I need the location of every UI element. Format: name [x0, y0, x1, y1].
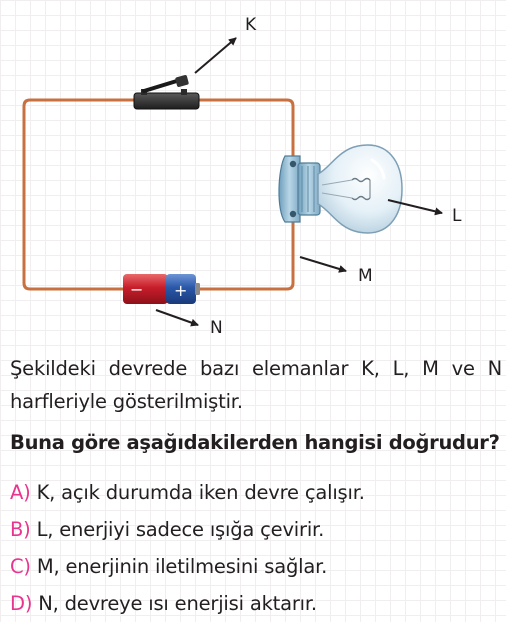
bulb-l [278, 144, 403, 234]
arrow-k [194, 37, 237, 74]
label-n: N [210, 318, 223, 338]
option-a[interactable]: A) K, açık durumda iken devre çalışır. [10, 474, 502, 511]
circuit-wires [22, 98, 295, 291]
option-letter: A) [10, 481, 31, 504]
screw-top-icon [289, 160, 297, 168]
option-letter: C) [10, 555, 31, 578]
question-prompt: Buna göre aşağıdakilerden hangisi doğrud… [10, 431, 500, 454]
battery-plus-label: + [174, 281, 187, 300]
circuit-diagram: − + K L M N [22, 15, 462, 338]
answer-options: A) K, açık durumda iken devre çalışır. B… [10, 474, 502, 622]
option-text: M, enerjinin iletilmesini sağlar. [36, 555, 328, 578]
label-l: L [452, 206, 462, 226]
pointer-arrows [155, 37, 443, 327]
switch-k [133, 75, 200, 110]
screw-bottom-icon [289, 210, 297, 218]
option-b[interactable]: B) L, enerjiyi sadece ışığa çevirir. [10, 511, 502, 548]
option-c[interactable]: C) M, enerjinin iletilmesini sağlar. [10, 548, 502, 585]
option-d[interactable]: D) N, devreye ısı enerjisi aktarır. [10, 585, 502, 622]
option-text: K, açık durumda iken devre çalışır. [36, 481, 365, 504]
battery-minus-label: − [130, 280, 143, 299]
arrow-l [387, 199, 443, 216]
option-text: N, devreye ısı enerjisi aktarır. [38, 592, 317, 615]
label-m: M [358, 266, 373, 286]
arrow-m [299, 256, 347, 273]
option-letter: D) [10, 592, 33, 615]
battery-n: − + [123, 274, 200, 304]
arrow-n [155, 309, 199, 327]
question-stem: Şekildeki devrede bazı elemanlar K, L, M… [10, 357, 502, 413]
option-text: L, enerjiyi sadece ışığa çevirir. [36, 518, 325, 541]
label-k: K [245, 15, 257, 35]
option-letter: B) [10, 518, 31, 541]
